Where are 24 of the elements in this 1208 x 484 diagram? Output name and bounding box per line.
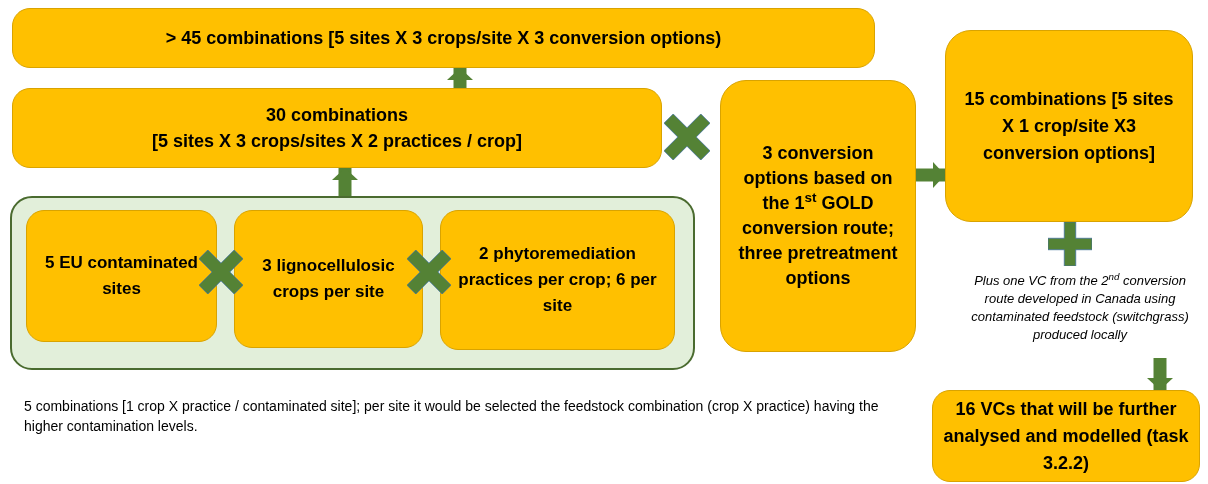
note-text: 5 combinations [1 crop X practice / contaminated site]; per site it would be selected the feedstock combination (crop X practice) having the higher contamination levels. <box>24 397 880 436</box>
block-arrow <box>447 68 473 88</box>
node-text: 5 EU contaminated sites <box>43 252 199 300</box>
block-arrow <box>1147 358 1173 390</box>
process-box <box>720 80 916 352</box>
node-text: Plus one VC from the 2$^{nd}$ conversion route developed in Canada using contaminated feedstock (switchgrass) produced locally <box>970 272 1190 344</box>
node-text: 16 VCs that will be further analysed and modelled (task 3.2.2) <box>942 397 1190 475</box>
node-text: 3 conversion options based on the 1$^{st}$ GOLD conversion route; three pretreatment options <box>737 142 899 290</box>
node-text: [5 sites X 3 crops/sites X 2 practices / crop] <box>151 130 523 153</box>
node-text: 15 combinations [5 sites X 1 crop/site X3 conversion options] <box>963 87 1175 165</box>
group-panel <box>10 196 695 370</box>
node-text: 3 lignocellulosic crops per site <box>261 255 396 303</box>
process-box <box>945 30 1193 222</box>
node-text: 30 combinations <box>266 104 408 127</box>
block-arrow <box>916 162 945 188</box>
process-box <box>932 390 1200 482</box>
block-arrow <box>332 168 358 196</box>
node-text: 2 phytoremediation practices per crop; 6 per site <box>457 243 658 317</box>
process-box <box>440 210 675 350</box>
process-box <box>26 210 217 342</box>
process-box <box>12 88 662 168</box>
node-text: > 45 combinations [5 sites X 3 crops/site X 3 conversion options) <box>165 27 722 50</box>
process-box <box>234 210 423 348</box>
process-box <box>12 8 875 68</box>
